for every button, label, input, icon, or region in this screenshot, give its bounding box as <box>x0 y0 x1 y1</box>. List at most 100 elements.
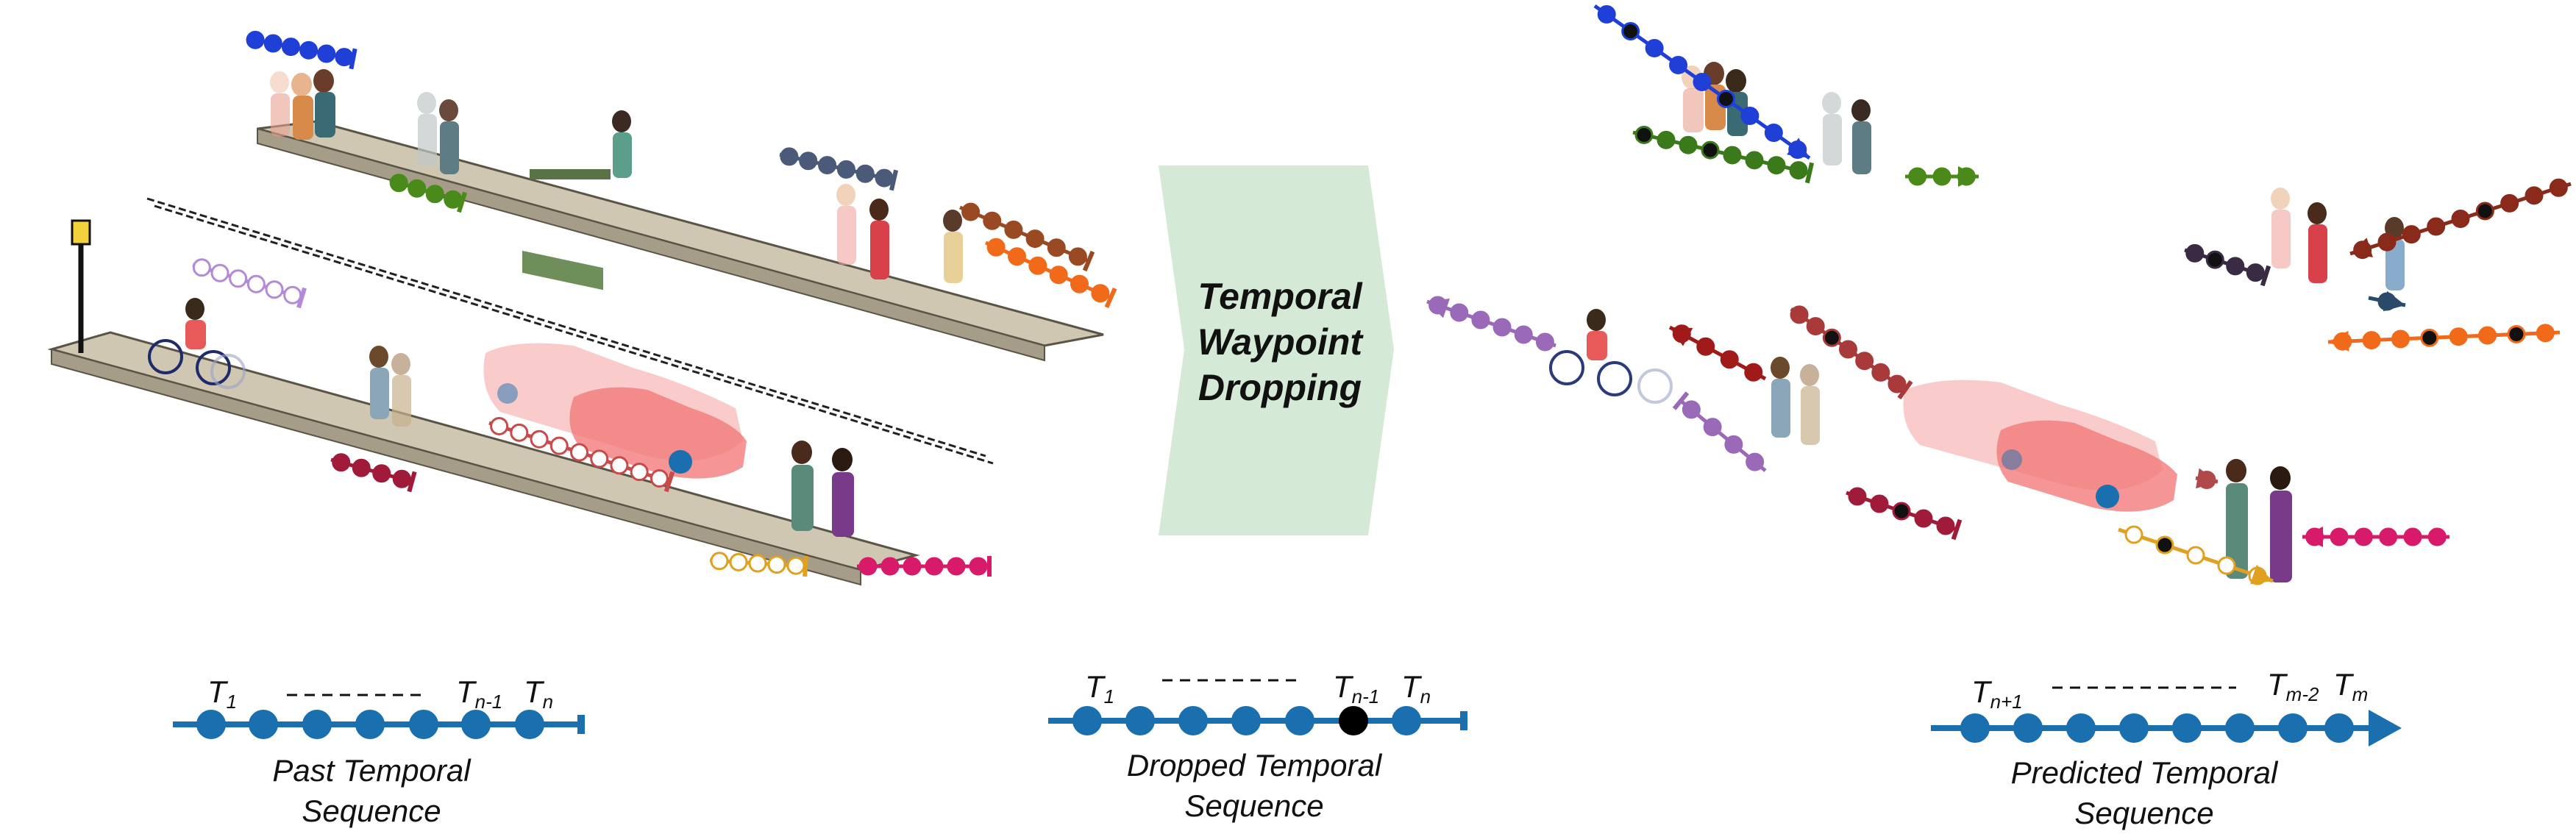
trajectory-bead <box>880 557 900 576</box>
trajectory-line <box>779 152 894 182</box>
right-scene <box>1549 62 2405 582</box>
trajectory-bead <box>710 552 729 571</box>
pedestrian-group-lower-right <box>1771 357 1820 445</box>
two-people-talking-right <box>2226 459 2292 582</box>
trajectory-bead <box>335 48 354 67</box>
trajectory-bead <box>490 416 509 435</box>
lamp-post <box>71 219 91 353</box>
trajectory-bead <box>2525 186 2544 205</box>
trajectory-bead <box>2449 327 2468 346</box>
predicted-node <box>2324 713 2354 743</box>
dropped-timeline: T1 Tn-1 Tn Dropped Temporal Sequence <box>1048 669 1467 823</box>
trajectory-end-cap <box>457 191 467 213</box>
past-timeline-nodes <box>196 710 544 739</box>
trajectory-bead <box>1025 229 1045 249</box>
predicted-node <box>2278 713 2308 743</box>
trajectory-bead <box>2205 250 2224 269</box>
trajectory-bead <box>2475 202 2494 221</box>
predicted-timeline: Tn+1 Tm-2 Tm Predicted Temporal Sequence <box>1931 667 2402 830</box>
trajectory-bead <box>2186 546 2205 565</box>
trajectory-bead <box>780 147 799 166</box>
trajectory-end-cap <box>407 471 417 493</box>
trajectory-bead <box>1745 151 1764 170</box>
trajectory-bead <box>1701 140 1720 160</box>
past-label-tn-1: Tn-1 <box>456 674 502 713</box>
trajectory-bead <box>352 458 371 477</box>
trajectory-line <box>1426 299 1556 348</box>
trajectory-line <box>192 263 302 300</box>
dropped-node <box>1392 706 1421 735</box>
trajectory-bead <box>1764 124 1783 142</box>
trajectory-bead <box>1936 516 1955 535</box>
predicted-caption-line-2: Sequence <box>2074 796 2213 830</box>
trajectory-bead <box>1004 220 1023 239</box>
dropped-label-tn-1: Tn-1 <box>1333 669 1379 708</box>
trajectory-bead <box>610 456 629 475</box>
two-people-talking <box>791 441 854 537</box>
trajectory-bead <box>1682 400 1701 419</box>
predicted-node <box>2066 713 2096 743</box>
trajectory-bead <box>875 168 894 188</box>
pedestrian-pair-mid-top <box>417 92 632 178</box>
trajectory-bead <box>818 156 837 175</box>
trajectory-bead <box>389 174 408 193</box>
past-timeline-end-cap <box>577 715 585 734</box>
bench <box>522 169 611 291</box>
trajectory-bead <box>2478 326 2497 345</box>
dropped-caption-line-1: Dropped Temporal <box>1127 748 1383 783</box>
trajectory-bead <box>1746 452 1765 471</box>
dropped-node <box>1125 706 1155 735</box>
trajectory-bead <box>1492 318 1512 337</box>
pedestrian-pair-right-top <box>836 184 963 283</box>
trajectory-bead <box>1068 247 1087 266</box>
trajectory-bead <box>2185 243 2205 263</box>
cyclist-right <box>1549 309 1673 404</box>
trajectory-bead <box>392 469 411 488</box>
predicted-label-tm-2: Tm-2 <box>2267 667 2319 705</box>
trajectory-bead <box>2226 257 2245 276</box>
road-divider <box>146 197 986 457</box>
trajectory-end-cap <box>663 471 675 493</box>
trajectory-bead <box>1070 274 1089 293</box>
trajectory-bead <box>1679 135 1698 154</box>
trajectory-bead <box>1932 167 1951 186</box>
trajectory-bead <box>855 164 875 183</box>
trajectory-bead <box>1724 435 1743 454</box>
dropped-node <box>1285 706 1314 735</box>
past-timeline: T1 Tn-1 Tn Past Temporal Sequence <box>173 674 585 828</box>
trajectory-end-cap <box>1951 518 1963 541</box>
trajectory-bead <box>263 34 282 53</box>
past-node <box>461 710 491 739</box>
trajectory-bead <box>1597 5 1616 24</box>
predicted-caption-line-1: Predicted Temporal <box>2011 755 2279 790</box>
trajectory-end-cap <box>349 48 357 70</box>
trajectory-bead <box>903 557 922 576</box>
dropped-timeline-end-cap <box>1460 711 1467 730</box>
pedestrian-pair-right <box>2271 188 2405 291</box>
trajectory-arrowhead <box>2383 291 2405 312</box>
trajectory-end-cap <box>296 287 307 309</box>
trajectory-bead <box>1514 325 1533 344</box>
banner-arrow <box>1159 165 1394 535</box>
trajectory-bead <box>283 285 302 304</box>
trajectory-bead <box>2507 324 2526 343</box>
trajectory-bead <box>1855 352 1874 371</box>
trajectory-bead <box>786 556 805 575</box>
trajectory-bead <box>2377 232 2397 252</box>
trajectory-bead <box>2427 217 2446 236</box>
trajectory-bead <box>1790 305 1809 324</box>
past-caption-line-1: Past Temporal <box>272 753 472 788</box>
trajectory-bead <box>2124 525 2143 544</box>
trajectory-bead <box>2549 178 2568 197</box>
trajectory-bead <box>986 238 1006 257</box>
trajectory-bead <box>2427 527 2447 546</box>
trajectory-bead <box>1049 265 1068 285</box>
trajectory-end-cap <box>803 555 808 577</box>
predicted-node <box>1960 713 1990 743</box>
trajectory-bead <box>1789 161 1808 180</box>
trajectory-bead <box>767 555 786 574</box>
trajectory-bead <box>570 443 588 462</box>
trajectory-bead <box>1806 317 1825 336</box>
dropped-node <box>1178 706 1208 735</box>
